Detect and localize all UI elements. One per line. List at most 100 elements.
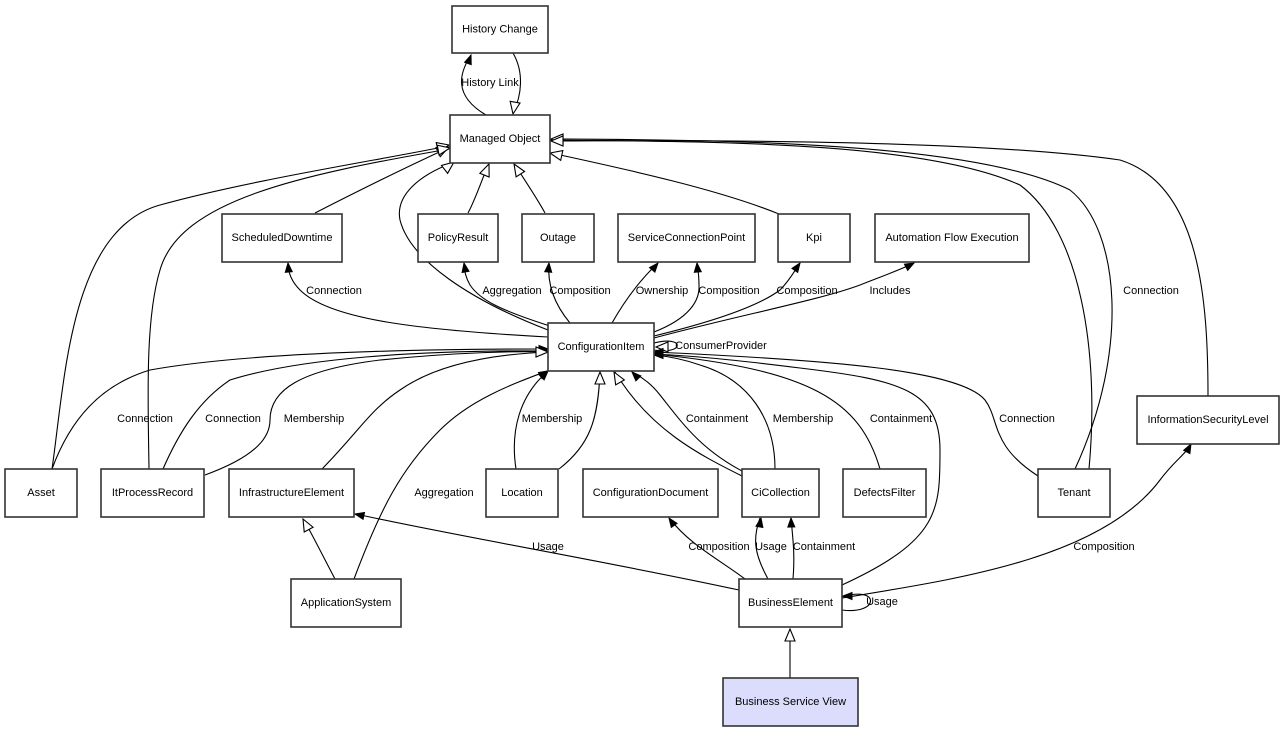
- node-kpi[interactable]: Kpi: [777, 213, 851, 263]
- edge-label: Containment: [870, 413, 932, 425]
- node-history-change[interactable]: History Change: [451, 5, 549, 54]
- edge-line: [653, 353, 881, 470]
- edge-kpi-to-managed-object: [548, 149, 780, 215]
- edge-line: [653, 351, 1039, 477]
- inheritance-arrowhead-icon: [535, 346, 550, 358]
- edge-label: Ownership: [636, 285, 689, 297]
- node-box[interactable]: [582, 468, 719, 518]
- association-arrowhead-icon: [755, 516, 764, 529]
- node-policy-result[interactable]: PolicyResult: [417, 213, 499, 263]
- node-business-element[interactable]: BusinessElement: [738, 578, 843, 628]
- edge-line: [841, 444, 1191, 599]
- edge-outage-to-managed-object: [513, 162, 546, 214]
- node-box[interactable]: [738, 578, 843, 628]
- node-box[interactable]: [290, 578, 402, 628]
- node-label: Outage: [540, 232, 576, 244]
- node-box[interactable]: [221, 213, 343, 263]
- edge-label: Connection: [205, 413, 261, 425]
- node-label: Managed Object: [460, 133, 541, 145]
- node-managed-object[interactable]: Managed Object: [449, 114, 551, 164]
- edge-line: [321, 351, 549, 470]
- node-box[interactable]: [417, 213, 499, 263]
- node-box[interactable]: [722, 677, 859, 727]
- node-asset[interactable]: Asset: [4, 468, 78, 518]
- edge-configuration-item-to-outage: Composition: [543, 261, 611, 324]
- node-box[interactable]: [451, 5, 549, 54]
- edge-label: Aggregation: [414, 487, 473, 499]
- edge-line: [204, 351, 549, 476]
- node-defects-filter[interactable]: DefectsFilter: [842, 468, 927, 518]
- node-outage[interactable]: Outage: [521, 213, 595, 263]
- edge-business-element-to-infrastructure-element: Usage: [353, 511, 740, 591]
- node-automation-flow-execution[interactable]: Automation Flow Execution: [874, 213, 1030, 263]
- node-ci-collection[interactable]: CiCollection: [741, 468, 820, 518]
- edge-business-service-view-to-business-element: [784, 627, 796, 679]
- edge-history-change-to-managed-object: [509, 52, 522, 116]
- node-box[interactable]: [777, 213, 851, 263]
- edge-line: [558, 371, 601, 470]
- node-box[interactable]: [741, 468, 820, 518]
- node-configuration-document[interactable]: ConfigurationDocument: [582, 468, 719, 518]
- node-tenant[interactable]: Tenant: [1037, 468, 1111, 518]
- edge-label: Includes: [870, 285, 911, 297]
- edge-label: Usage: [866, 596, 898, 608]
- edge-label: Connection: [306, 285, 362, 297]
- node-it-process-record[interactable]: ItProcessRecord: [100, 468, 205, 518]
- node-box[interactable]: [874, 213, 1030, 263]
- node-information-security-level[interactable]: InformationSecurityLevel: [1136, 395, 1280, 445]
- node-box[interactable]: [521, 213, 595, 263]
- node-label: History Change: [462, 24, 538, 36]
- edge-line: [353, 370, 548, 580]
- node-business-service-view[interactable]: Business Service View: [722, 677, 859, 727]
- edge-line: [653, 262, 915, 339]
- edge-label: Composition: [549, 285, 610, 297]
- edge-asset-to-configuration-item: Connection: [51, 344, 550, 470]
- node-box[interactable]: [1136, 395, 1280, 445]
- node-application-system[interactable]: ApplicationSystem: [290, 578, 402, 628]
- edge-label: Containment: [793, 541, 855, 553]
- inheritance-arrowhead-icon: [436, 144, 452, 156]
- edge-label: Usage: [532, 541, 564, 553]
- node-box[interactable]: [1037, 468, 1111, 518]
- inheritance-arrowhead-icon: [548, 149, 564, 162]
- edge-business-element-to-information-security-level: Composition: [841, 442, 1192, 599]
- edge-line: [314, 147, 449, 214]
- edge-information-security-level-to-managed-object: [549, 135, 1209, 397]
- inheritance-arrowhead-icon: [440, 161, 456, 175]
- node-infrastructure-element[interactable]: InfrastructureElement: [228, 468, 355, 518]
- node-box[interactable]: [4, 468, 78, 518]
- association-arrowhead-icon: [652, 349, 664, 359]
- edge-label: Containment: [686, 413, 748, 425]
- node-box[interactable]: [547, 322, 655, 372]
- edge-configuration-item-to-service-connection-point: Ownership: [611, 261, 689, 324]
- edge-ci-collection-to-configuration-item: Containment: [631, 371, 748, 474]
- node-label: ConfigurationItem: [558, 341, 645, 353]
- node-box[interactable]: [449, 114, 551, 164]
- node-box[interactable]: [617, 213, 756, 263]
- association-arrowhead-icon: [903, 262, 916, 272]
- node-label: DefectsFilter: [854, 487, 916, 499]
- association-arrowhead-icon: [353, 511, 366, 521]
- edge-line: [550, 152, 780, 215]
- node-location[interactable]: Location: [485, 468, 559, 518]
- node-configuration-item[interactable]: ConfigurationItem: [547, 322, 655, 372]
- edge-label: Connection: [1123, 285, 1179, 297]
- node-box[interactable]: [485, 468, 559, 518]
- association-arrowhead-icon: [787, 516, 796, 528]
- edge-configuration-item-to-configuration-item: ConsumerProvider: [653, 340, 767, 353]
- node-scheduled-downtime[interactable]: ScheduledDowntime: [221, 213, 343, 263]
- node-service-connection-point[interactable]: ServiceConnectionPoint: [617, 213, 756, 263]
- association-arrowhead-icon: [668, 516, 678, 529]
- inheritance-arrowhead-icon: [784, 627, 796, 642]
- association-arrowhead-icon: [693, 261, 703, 273]
- node-box[interactable]: [842, 468, 927, 518]
- edge-ci-collection-to-configuration-item: [613, 370, 743, 477]
- node-box[interactable]: [228, 468, 355, 518]
- edge-label: Membership: [284, 413, 345, 425]
- inheritance-arrowhead-icon: [513, 162, 526, 178]
- edge-line: [162, 350, 549, 470]
- association-arrowhead-icon: [463, 53, 472, 66]
- inheritance-arrowhead-icon: [549, 135, 564, 147]
- association-arrowhead-icon: [648, 261, 659, 273]
- node-box[interactable]: [100, 468, 205, 518]
